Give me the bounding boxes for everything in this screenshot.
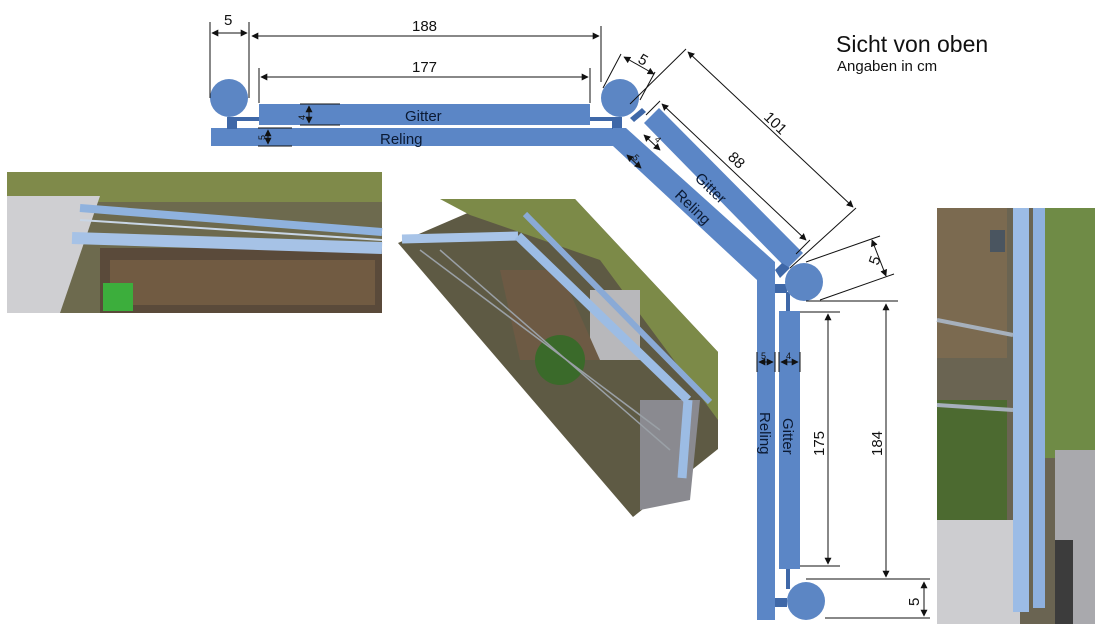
dim-diag-reling-depth: 5: [631, 152, 642, 163]
dim-top-reling-depth: 5: [257, 135, 267, 140]
label-top-reling: Reling: [380, 131, 423, 148]
page-subtitle: Angaben in cm: [837, 58, 938, 75]
dim-post-bottom: 5: [906, 598, 923, 606]
top-gitter-bar: [259, 104, 590, 125]
dim-diag-inner: 88: [724, 149, 748, 173]
dim-top-gitter-depth: 4: [297, 115, 307, 120]
dim-diag-outer: 101: [760, 109, 790, 139]
page-title: Sicht von oben: [836, 31, 989, 57]
vert-reling-corner: [757, 262, 775, 280]
photo-right: [936, 208, 1095, 624]
top-reling-bar: [211, 128, 613, 146]
post-bottom: [787, 582, 825, 620]
dim-post-right: 5: [866, 254, 885, 268]
vert-gitter-bar: [779, 311, 800, 569]
photo-middle: [398, 199, 718, 517]
label-top-gitter: Gitter: [405, 108, 442, 125]
dim-vert-reling-depth: 5: [761, 351, 766, 361]
photo-left: [7, 172, 383, 313]
label-vert-reling: Reling: [756, 412, 773, 455]
dim-right-inner: 175: [811, 431, 828, 456]
dim-top-outer: 188: [412, 18, 437, 35]
top-left-post-connector: [227, 117, 237, 129]
post-right: [785, 263, 823, 301]
dim-right-outer: 184: [869, 431, 886, 456]
label-vert-gitter: Gitter: [779, 418, 796, 455]
post-top-left: [210, 79, 248, 117]
dim-diag-gitter-depth: 4: [653, 134, 664, 145]
dimension-lines: [209, 22, 930, 619]
top-segment: [210, 79, 639, 146]
dim-post-top-left: 5: [224, 12, 232, 29]
post-top-right: [601, 79, 639, 117]
dim-vert-gitter-depth: 4: [786, 351, 791, 361]
dim-top-inner: 177: [412, 59, 437, 76]
dim-post-top-right: 5: [635, 51, 651, 70]
